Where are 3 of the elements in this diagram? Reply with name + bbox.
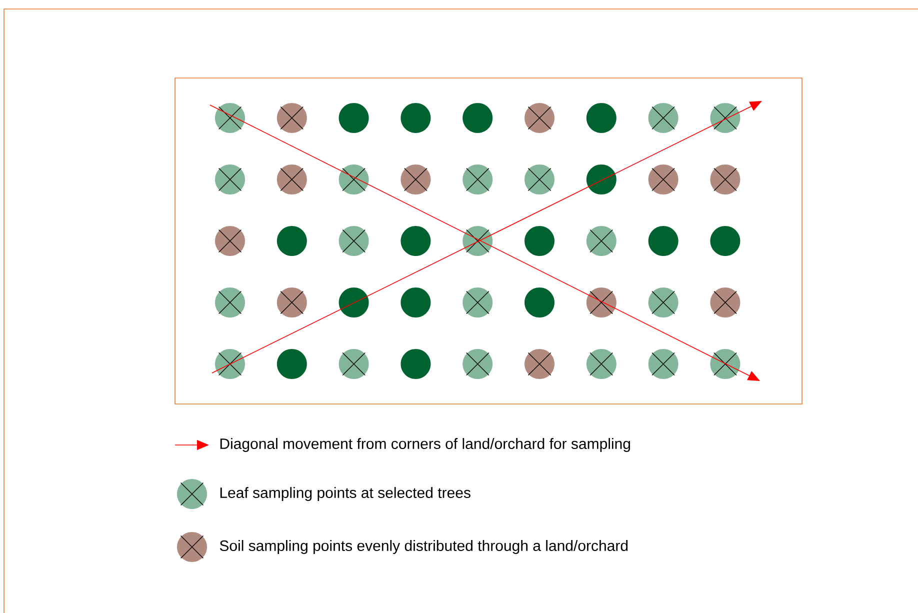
legend-text: Leaf sampling points at selected trees <box>220 487 470 501</box>
legend-text: Diagonal movement from corners of land/orchard for sampling <box>220 438 630 452</box>
legend-text: Soil sampling points evenly distributed through a land/orchard <box>220 540 628 554</box>
